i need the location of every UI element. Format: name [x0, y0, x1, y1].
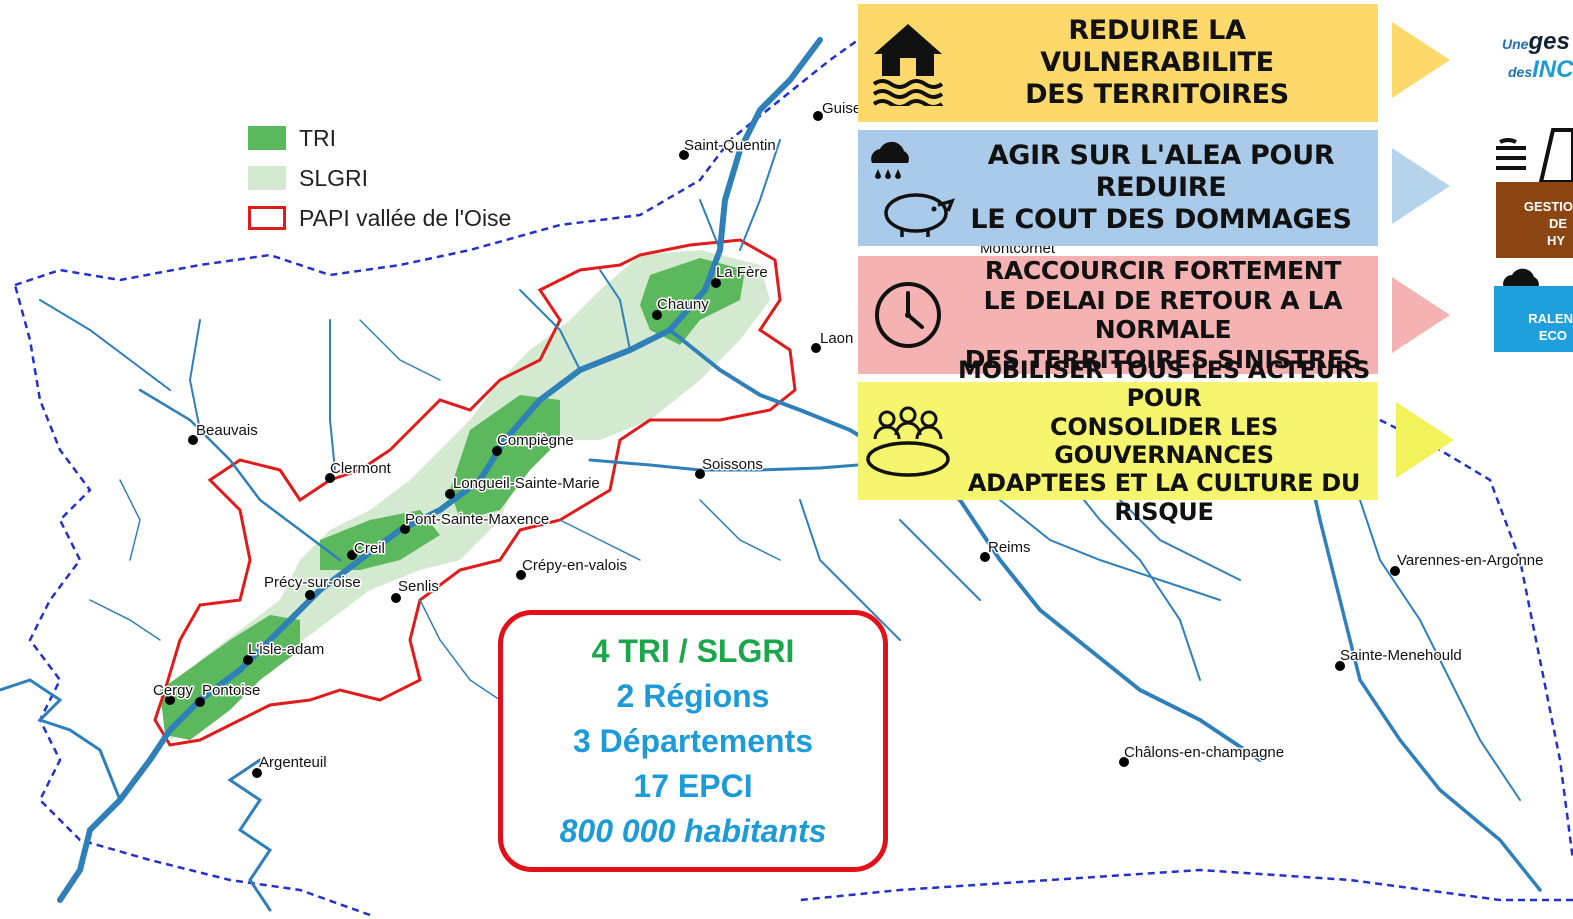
city-argenteuil: Argenteuil — [252, 753, 328, 778]
svg-text:Châlons-en-champagne: Châlons-en-champagne — [1124, 744, 1284, 761]
svg-text:Guise: Guise — [822, 100, 861, 117]
svg-text:Longueil-Sainte-Marie: Longueil-Sainte-Marie — [453, 475, 600, 492]
svg-text:Pontoise: Pontoise — [202, 682, 260, 699]
svg-text:Soissons: Soissons — [702, 456, 763, 473]
arrow-4 — [1396, 402, 1454, 478]
city-lisle-adam: L'isle-adam — [243, 640, 326, 665]
city-compiegne: Compiègne — [492, 431, 575, 456]
city-clermont: Clermont — [325, 459, 393, 483]
svg-text:Pont-Sainte-Maxence: Pont-Sainte-Maxence — [405, 511, 549, 528]
city-saint-quentin: Saint-Quentin — [679, 136, 777, 160]
svg-text:Clermont: Clermont — [330, 460, 392, 477]
banner-alea: AGIR SUR L'ALEA POUR REDUIRE LE COUT DES… — [858, 130, 1378, 246]
card-gestion: GESTIO DE HY — [1496, 182, 1573, 258]
svg-text:Sainte-Menehould: Sainte-Menehould — [1340, 647, 1462, 664]
city-laon: Laon — [811, 329, 855, 353]
map-legend: TRI SLGRI PAPI vallée de l'Oise — [248, 118, 511, 238]
legend-item-slgri: SLGRI — [248, 158, 511, 198]
clock-icon — [858, 256, 958, 374]
city-markers: Guise Saint-Quentin La Fère Chauny Laon … — [152, 99, 1545, 778]
slgri-swatch — [248, 166, 286, 190]
svg-text:Précy-sur-oise: Précy-sur-oise — [264, 574, 361, 591]
svg-text:La Fère: La Fère — [716, 264, 768, 281]
svg-text:Argenteuil: Argenteuil — [259, 754, 327, 771]
stat-departements: 3 Départements — [572, 722, 814, 759]
svg-text:Crépy-en-valois: Crépy-en-valois — [522, 557, 627, 574]
city-guise: Guise — [813, 99, 863, 121]
papi-boundary — [153, 238, 797, 747]
arrow-2 — [1392, 148, 1450, 224]
stats-box: 4 TRI / SLGRI 2 Régions 3 Départements 1… — [498, 610, 888, 872]
svg-text:Reims: Reims — [988, 539, 1031, 556]
river-network — [0, 37, 1542, 912]
city-sainte-menehould: Sainte-Menehould — [1335, 646, 1463, 671]
city-la-fere: La Fère — [711, 263, 769, 288]
stat-tri: 4 TRI / SLGRI — [591, 632, 795, 669]
city-crepy: Crépy-en-valois — [516, 556, 629, 580]
people-table-icon — [858, 382, 958, 500]
svg-text:L'isle-adam: L'isle-adam — [248, 641, 324, 658]
stat-habitants: 800 000 habitants — [559, 812, 827, 849]
svg-text:Creil: Creil — [354, 540, 385, 557]
arrow-1 — [1392, 22, 1450, 98]
svg-text:Beauvais: Beauvais — [196, 422, 258, 439]
svg-text:Cergy: Cergy — [153, 682, 194, 699]
stat-regions: 2 Régions — [616, 677, 770, 714]
legend-item-tri: TRI — [248, 118, 511, 158]
city-reims: Reims — [980, 538, 1032, 562]
city-longueil: Longueil-Sainte-Marie — [445, 474, 601, 499]
svg-text:Chauny: Chauny — [657, 296, 709, 313]
city-precy: Précy-sur-oise — [263, 573, 362, 600]
basin-boundary — [13, 38, 1573, 917]
svg-text:Saint-Quentin: Saint-Quentin — [684, 137, 776, 154]
banner-delai: RACCOURCIR FORTEMENT LE DELAI DE RETOUR … — [858, 256, 1378, 374]
city-pontoise: Pontoise — [195, 681, 262, 707]
tri-zone-compiegne — [450, 395, 560, 520]
svg-text:Laon: Laon — [820, 330, 853, 347]
svg-text:Varennes-en-Argonne: Varennes-en-Argonne — [1397, 552, 1543, 569]
svg-text:Compiègne: Compiègne — [497, 432, 574, 449]
tagline: Uneges desINC — [1502, 28, 1573, 83]
banner-mobiliser: MOBILISER TOUS LES ACTEURS POUR CONSOLID… — [858, 356, 1378, 526]
city-chalons: Châlons-en-champagne — [1119, 743, 1286, 767]
city-senlis: Senlis — [391, 577, 440, 603]
city-cergy: Cergy — [152, 681, 195, 705]
city-soissons: Soissons — [695, 455, 764, 479]
dam-icon — [1496, 128, 1573, 182]
papi-swatch — [248, 206, 286, 230]
banner-vulnerabilite: REDUIRE LA VULNERABILITE DES TERRITOIRES — [858, 4, 1378, 122]
city-creil: Creil — [347, 539, 386, 560]
house-flood-icon — [858, 4, 958, 122]
arrow-3 — [1392, 277, 1450, 353]
svg-text:Senlis: Senlis — [398, 578, 439, 595]
tri-swatch — [248, 126, 286, 150]
city-pont-sainte-maxence: Pont-Sainte-Maxence — [400, 510, 551, 534]
stat-epci: 17 EPCI — [633, 767, 753, 804]
legend-item-papi: PAPI vallée de l'Oise — [248, 198, 511, 238]
rain-piggybank-icon — [858, 130, 958, 246]
city-chauny: Chauny — [652, 295, 711, 320]
city-beauvais: Beauvais — [188, 421, 259, 445]
card-ralentir: RALEN ECO — [1494, 286, 1573, 352]
city-varennes: Varennes-en-Argonne — [1390, 551, 1545, 576]
